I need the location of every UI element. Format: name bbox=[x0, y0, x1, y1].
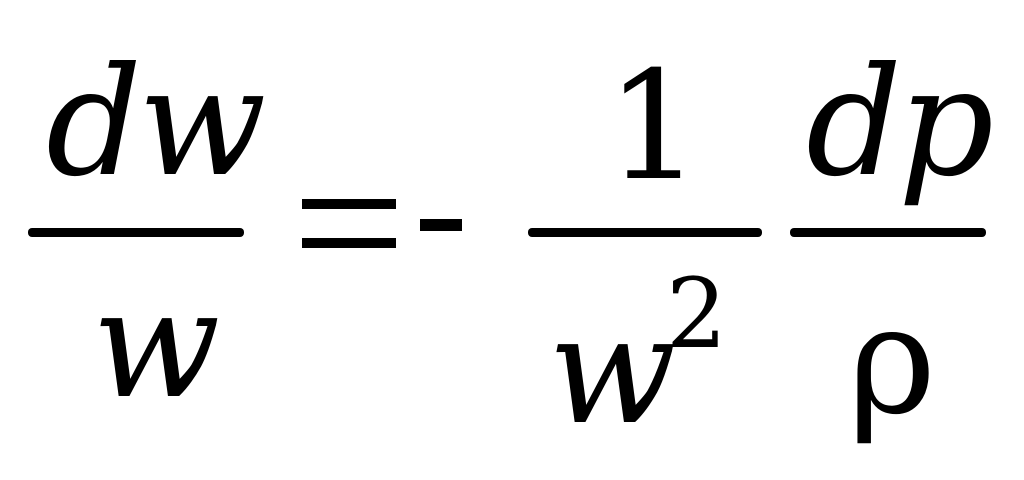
equals-bar-bottom bbox=[302, 238, 396, 248]
rhs1-numerator: 1 bbox=[606, 40, 702, 214]
lhs-numerator: dw bbox=[46, 36, 266, 210]
rhs2-denominator: ρ bbox=[848, 274, 937, 448]
lhs-fraction-bar bbox=[28, 228, 244, 237]
rhs2-fraction-bar bbox=[790, 228, 986, 237]
lhs-denominator: w bbox=[92, 258, 221, 432]
rhs1-fraction-bar bbox=[528, 228, 762, 237]
equals-bar-top bbox=[302, 199, 396, 209]
rhs2-numerator: dp bbox=[806, 36, 994, 210]
minus-sign bbox=[420, 219, 462, 231]
rhs1-denominator-exponent: 2 bbox=[666, 258, 728, 370]
rhs1-denominator-base: w bbox=[548, 284, 677, 458]
